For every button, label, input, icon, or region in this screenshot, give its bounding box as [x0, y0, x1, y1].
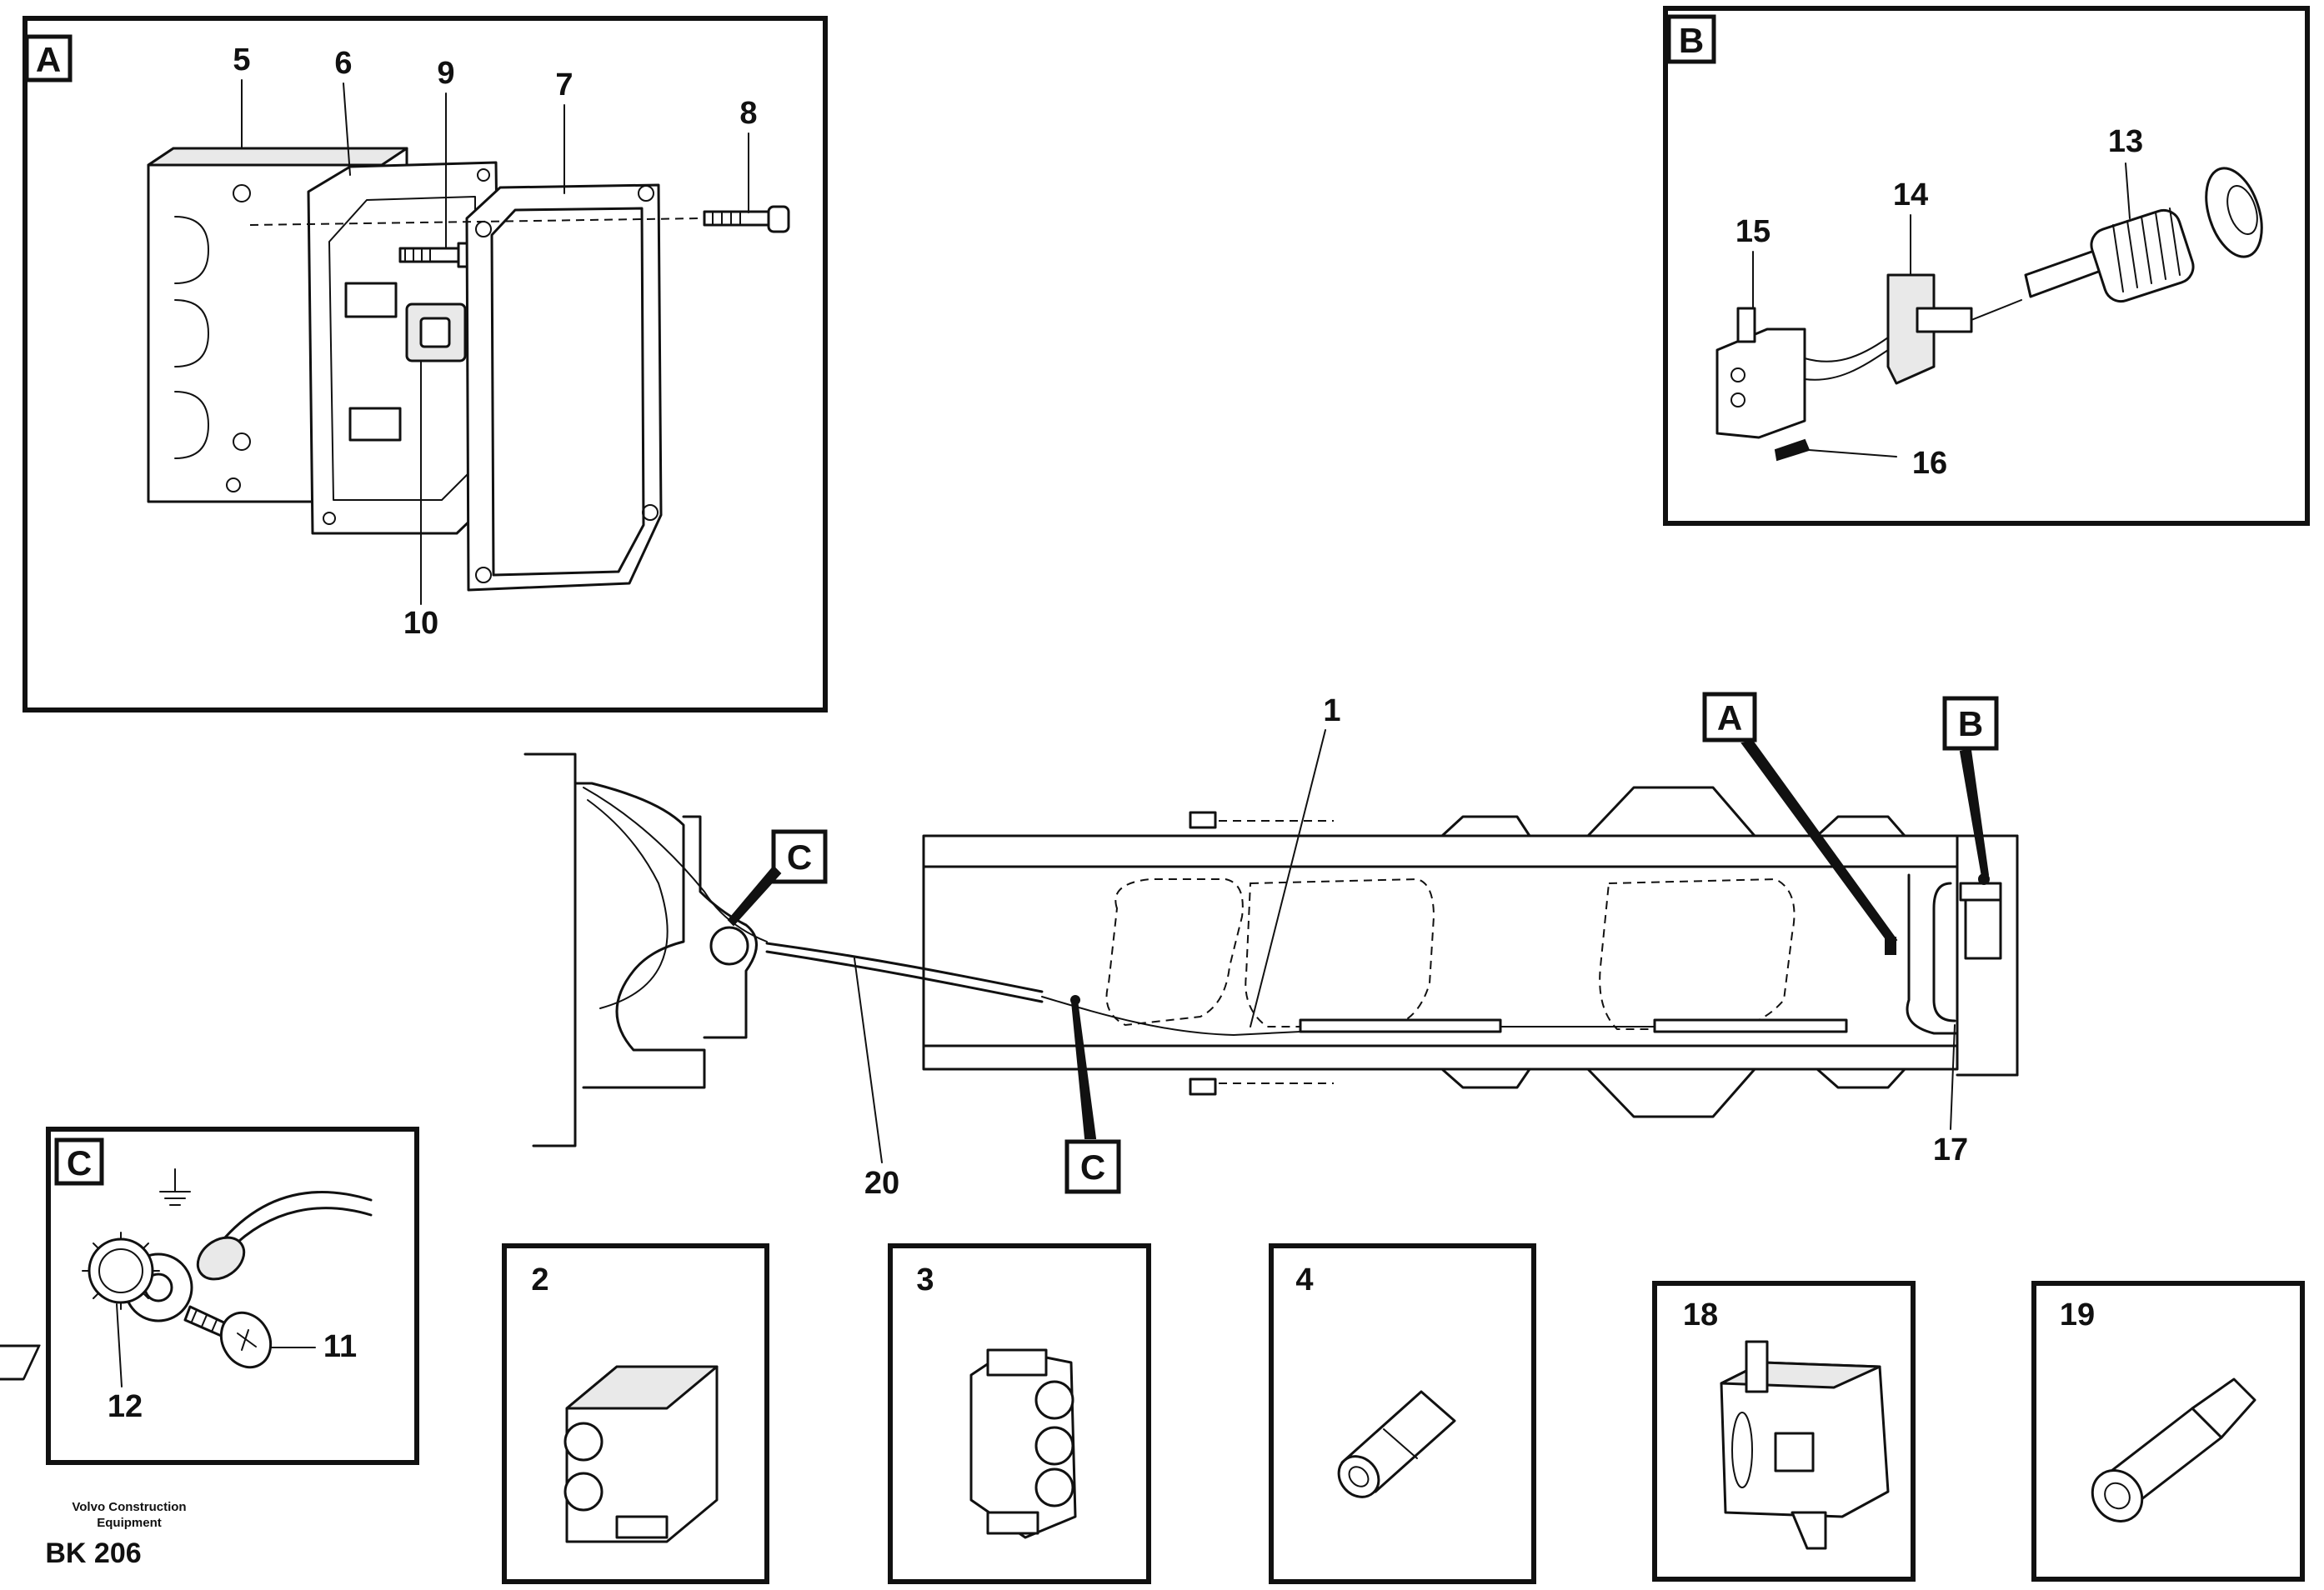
- cable-lug: [123, 1191, 373, 1322]
- callout-15: 15: [1735, 214, 1771, 249]
- callout-11: 11: [323, 1329, 357, 1364]
- drawing-reference: BK 206: [45, 1538, 141, 1569]
- pointer-tag-c-lower-label: C: [1080, 1148, 1105, 1187]
- main-frame: [922, 786, 2019, 1118]
- ground-icon: [159, 1168, 191, 1206]
- detail-b-tag-label: B: [1679, 21, 1704, 60]
- detail-a-frame: [23, 16, 828, 712]
- detail-c-frame: [46, 1127, 419, 1465]
- cover: [465, 183, 663, 592]
- sealing-plug: [1886, 273, 2022, 385]
- callout-20: 20: [864, 1166, 899, 1201]
- callout-12: 12: [108, 1389, 143, 1424]
- callout-3: 3: [916, 1262, 934, 1298]
- part-box-18: 18: [1652, 1281, 1916, 1582]
- connector-housing: [1715, 307, 1889, 439]
- callout-10: 10: [403, 606, 438, 641]
- callout-13: 13: [2108, 124, 2143, 159]
- callout-8: 8: [739, 96, 757, 131]
- pointer-tag-c-upper: C: [727, 829, 828, 927]
- part-box-4: 4: [1269, 1243, 1536, 1584]
- callout-7: 7: [555, 68, 573, 102]
- pointer-tag-b-label: B: [1958, 704, 1983, 743]
- callout-18: 18: [1683, 1298, 1718, 1332]
- detail-a-tag-label: A: [36, 40, 61, 79]
- callout-1: 1: [1323, 693, 1340, 728]
- callout-2: 2: [531, 1262, 548, 1298]
- terminal-pin: [1774, 438, 1897, 462]
- pointer-tag-a: A: [1702, 692, 1898, 947]
- detail-a-panel: A: [23, 16, 828, 712]
- company-name-line1: Volvo Construction: [72, 1500, 186, 1514]
- terminal-block: [405, 302, 467, 362]
- callout-14: 14: [1893, 178, 1928, 212]
- callout-17: 17: [1933, 1132, 1968, 1168]
- main-assembly-view: 1 A B C C 20 17: [523, 692, 2019, 1201]
- footer-block: Volvo Construction Equipment BK 206: [45, 1500, 186, 1569]
- front-frame-section: [523, 752, 768, 1148]
- pointer-tag-a-label: A: [1717, 698, 1742, 738]
- star-washer: [82, 1232, 160, 1310]
- detail-b-frame: [1663, 6, 2310, 526]
- callout-19: 19: [2060, 1298, 2095, 1332]
- callout-4: 4: [1295, 1262, 1313, 1298]
- pointer-tag-b: B: [1942, 696, 1999, 878]
- pointer-tag-c-upper-label: C: [787, 838, 812, 877]
- detail-c-tag-label: C: [67, 1143, 92, 1182]
- callout-5: 5: [233, 42, 250, 78]
- detail-b-tag: [1666, 14, 1716, 64]
- detail-c-tag: [54, 1138, 104, 1186]
- screw-11: [183, 1305, 273, 1369]
- pointer-tag-c-lower: C: [1064, 998, 1121, 1194]
- company-name-line2: Equipment: [97, 1516, 162, 1530]
- cable-harness-20: [765, 942, 1793, 1036]
- detail-b-panel: B 13 14 15: [1663, 6, 2310, 526]
- screw-8: [703, 205, 790, 233]
- callout-16: 16: [1912, 446, 1947, 481]
- part-box-3: 3: [888, 1243, 1151, 1584]
- detail-a-tag: [24, 34, 73, 82]
- callout-6: 6: [334, 46, 352, 81]
- threaded-switch: [2024, 167, 2263, 303]
- callout-9: 9: [437, 56, 454, 91]
- detail-c-panel: C 11 12: [46, 1127, 419, 1465]
- part-box-2: 2: [0, 1243, 769, 1584]
- part-box-19: 19: [2031, 1281, 2305, 1582]
